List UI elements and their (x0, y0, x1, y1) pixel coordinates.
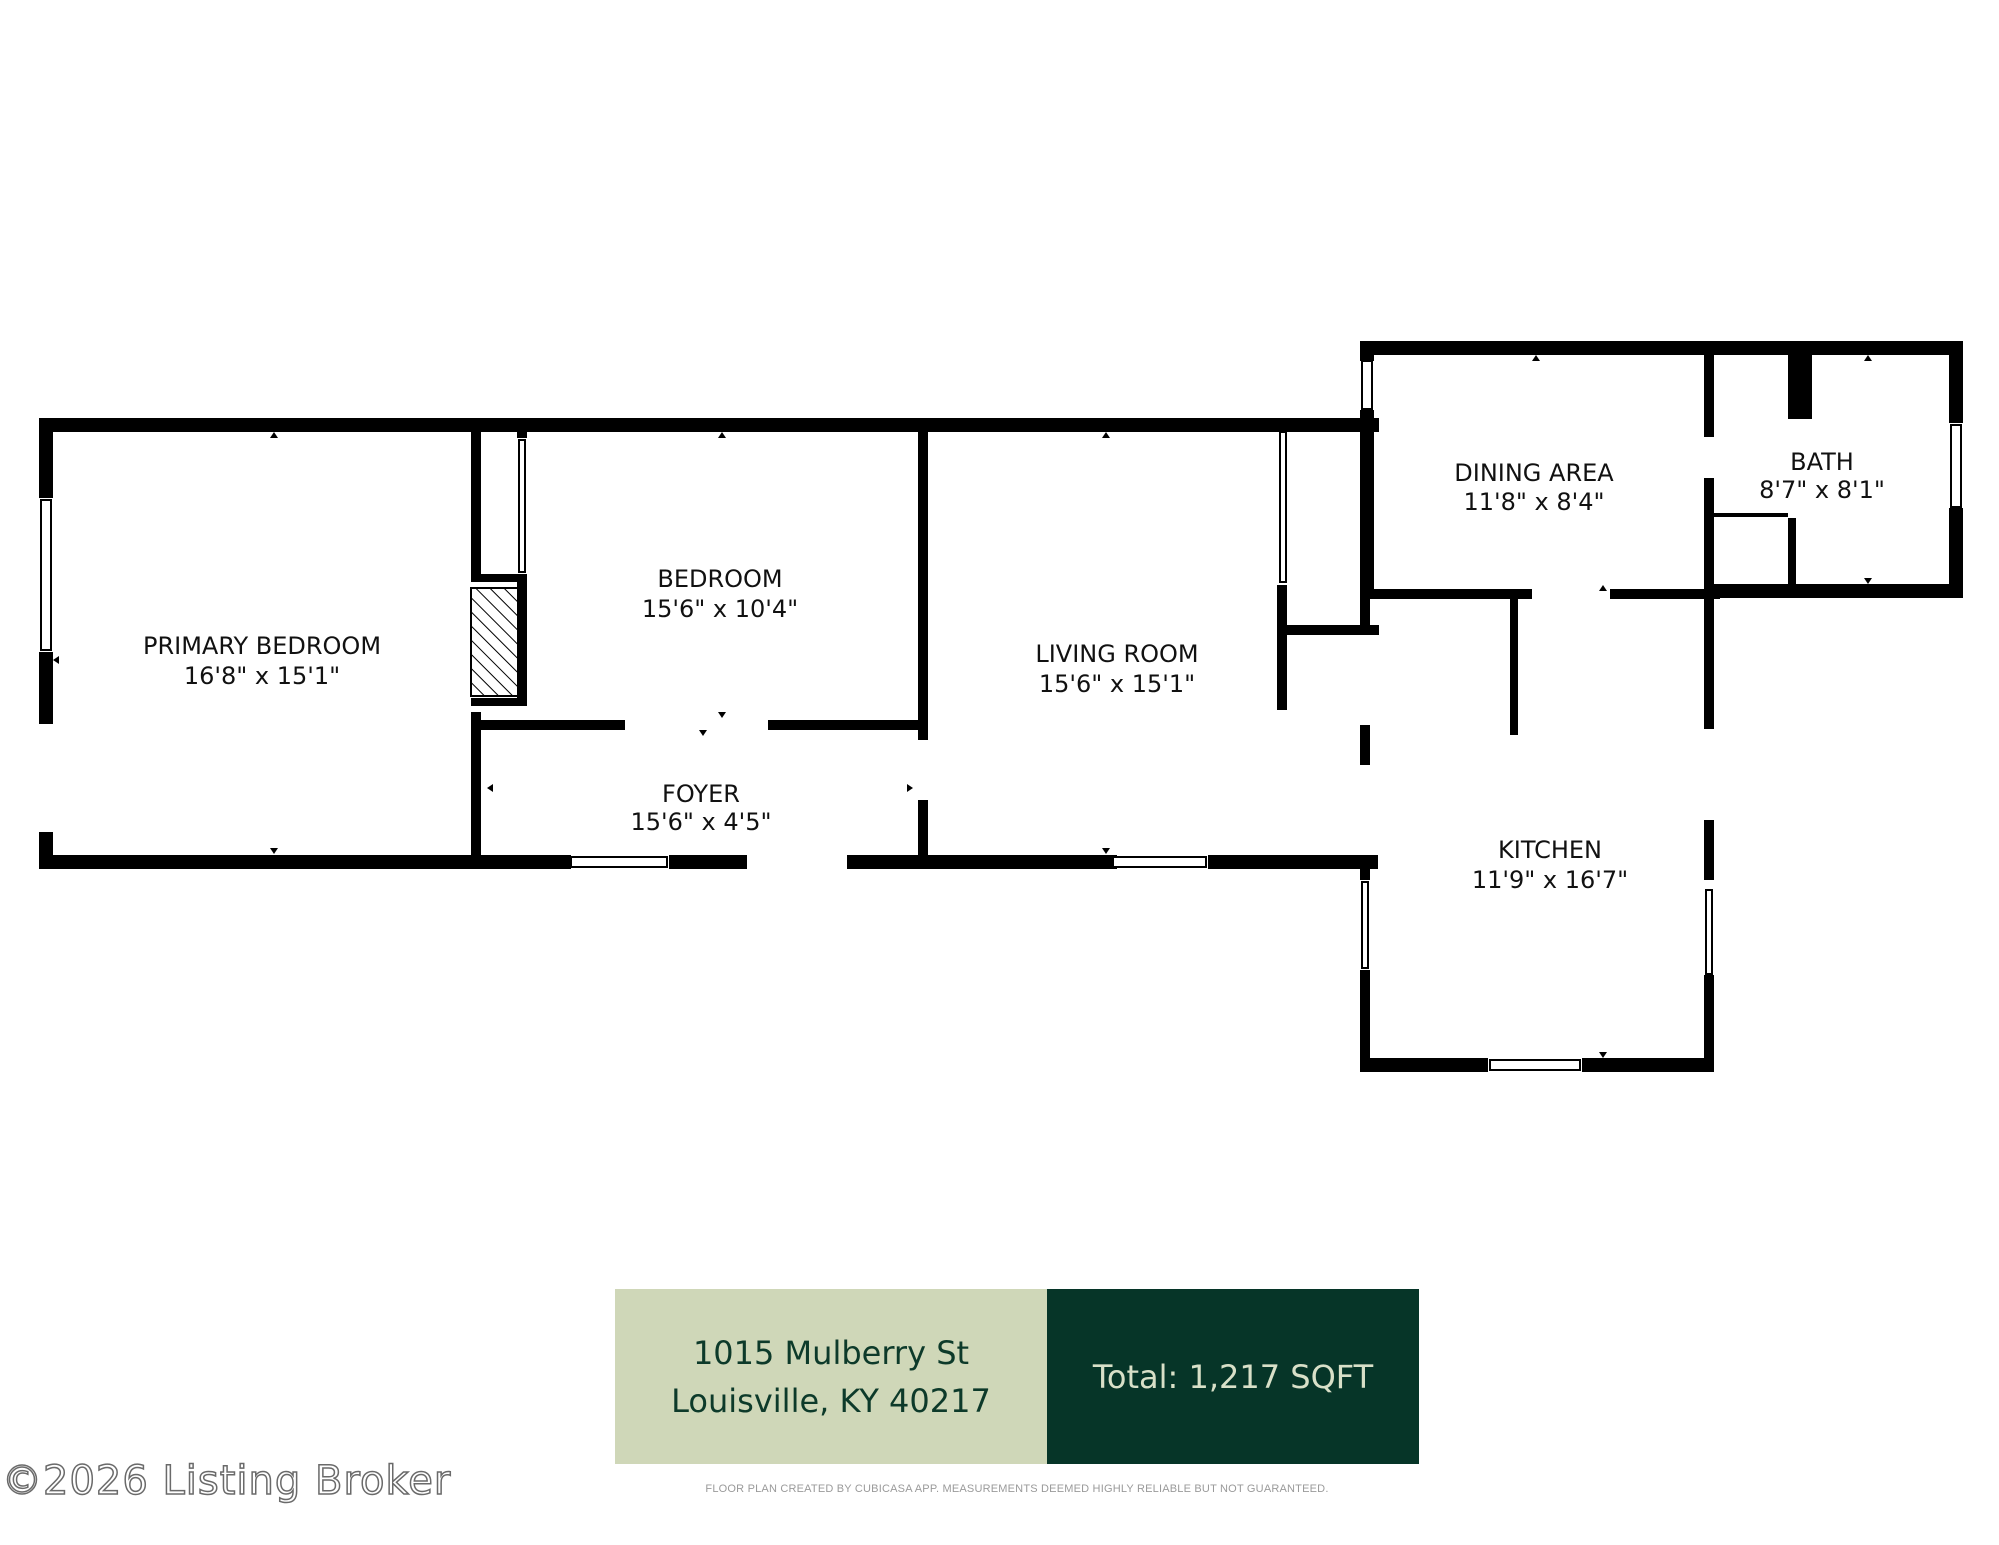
room-name-bath: BATH (1790, 448, 1854, 476)
room-name-living-room: LIVING ROOM (1035, 640, 1198, 668)
room-dims-living-room: 15'6" x 15'1" (1039, 670, 1195, 698)
window (1279, 431, 1287, 583)
room-dims-bath: 8'7" x 8'1" (1759, 476, 1885, 504)
window (570, 856, 668, 868)
fireplace-chimney (470, 587, 520, 697)
room-dims-primary-bedroom: 16'8" x 15'1" (184, 662, 340, 690)
exterior-walls (39, 418, 1379, 869)
window (1361, 360, 1373, 410)
address-line-1: 1015 Mulberry St (692, 1333, 970, 1372)
window (1950, 424, 1962, 508)
dimension-markers (53, 355, 1872, 1058)
kitchen-walls (1360, 589, 1714, 1072)
room-dims-foyer: 15'6" x 4'5" (630, 808, 771, 836)
window (40, 499, 52, 651)
total-sqft: Total: 1,217 SQFT (1092, 1357, 1374, 1396)
windows (40, 360, 1962, 1071)
room-name-kitchen: KITCHEN (1498, 836, 1602, 864)
room-name-primary-bedroom: PRIMARY BEDROOM (143, 632, 381, 660)
room-dims-dining-area: 11'8" x 8'4" (1463, 488, 1604, 516)
room-name-dining-area: DINING AREA (1454, 459, 1614, 487)
address-banner: 1015 Mulberry St Louisville, KY 40217 (615, 1289, 1047, 1464)
window (1705, 889, 1713, 975)
dining-bath-walls (1360, 341, 1963, 599)
room-dims-bedroom: 15'6" x 10'4" (642, 595, 798, 623)
address-line-2: Louisville, KY 40217 (671, 1381, 991, 1420)
total-area-banner: Total: 1,217 SQFT (1047, 1289, 1419, 1464)
room-dims-kitchen: 11'9" x 16'7" (1472, 866, 1628, 894)
window (518, 439, 526, 573)
disclaimer: FLOOR PLAN CREATED BY CUBICASA APP. MEAS… (705, 1483, 1329, 1495)
room-name-bedroom: BEDROOM (657, 565, 782, 593)
interior-walls (471, 418, 1379, 862)
window (1361, 881, 1369, 969)
room-name-foyer: FOYER (662, 780, 740, 808)
watermark: ©2026 Listing Broker (1, 1457, 452, 1505)
window (1112, 856, 1207, 868)
window (1489, 1059, 1581, 1071)
room-labels: PRIMARY BEDROOM 16'8" x 15'1" BEDROOM 15… (143, 448, 1885, 894)
